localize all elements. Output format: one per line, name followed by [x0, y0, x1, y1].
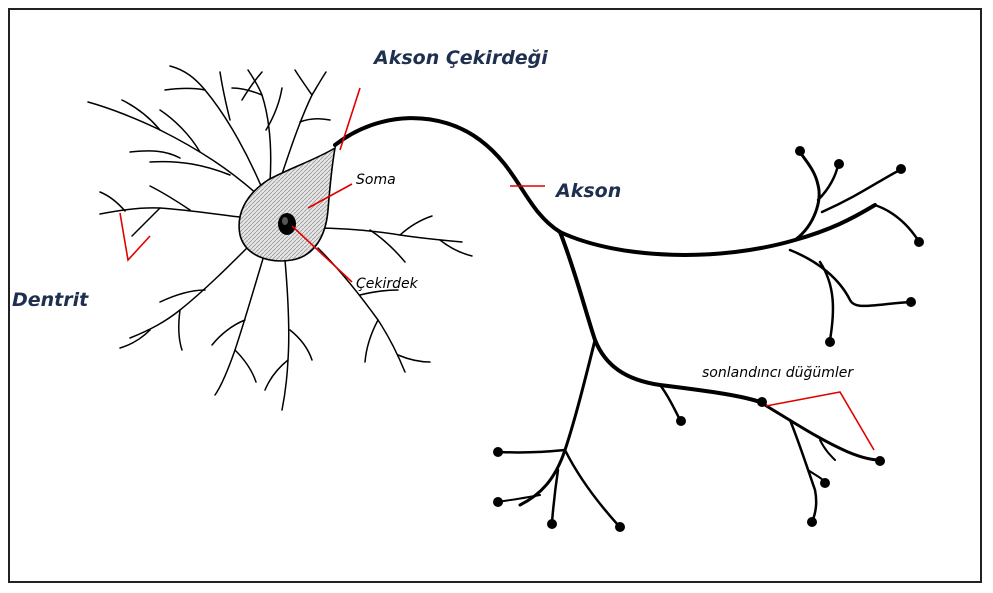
label-dentrit: Dentrit — [12, 289, 89, 311]
label-sonlandirici: sonlandıncı düğümler — [702, 365, 854, 381]
pointer-lines — [120, 88, 874, 450]
axon — [335, 118, 918, 525]
soma — [239, 148, 335, 261]
label-akson-cekirdegi: Akson Çekirdeği — [372, 47, 548, 69]
nucleus — [278, 213, 296, 235]
label-cekirdek: Çekirdek — [356, 276, 419, 292]
pointer-dentrit — [120, 213, 150, 260]
label-akson: Akson — [554, 180, 621, 202]
pointer-akson-cekirdegi — [340, 88, 360, 150]
label-soma: Soma — [356, 172, 396, 188]
